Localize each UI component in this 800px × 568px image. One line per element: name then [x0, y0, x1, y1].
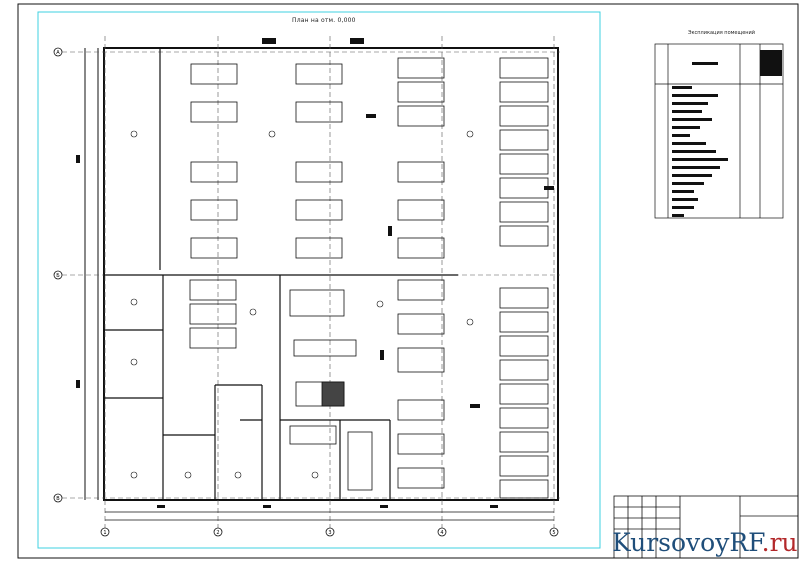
watermark-domain: .ru [761, 528, 798, 557]
building-walls [103, 47, 559, 501]
axis-label-3: 3 [328, 530, 331, 536]
axis-label-4: 4 [440, 530, 443, 536]
axis-label-5: 5 [552, 530, 555, 536]
watermark-text: KursovoyRF [612, 528, 762, 557]
axis-label-2: 2 [216, 530, 219, 536]
axis-label-Б: Б [56, 273, 60, 279]
plan-title: План на отм. 0,000 [292, 17, 356, 24]
axis-label-В: В [56, 496, 60, 502]
axis-label-1: 1 [103, 530, 106, 536]
watermark-logo: KursovoyRF.ru [612, 528, 798, 557]
axis-label-А: А [56, 50, 60, 56]
explication-title: Экспликация помещений [688, 30, 756, 36]
